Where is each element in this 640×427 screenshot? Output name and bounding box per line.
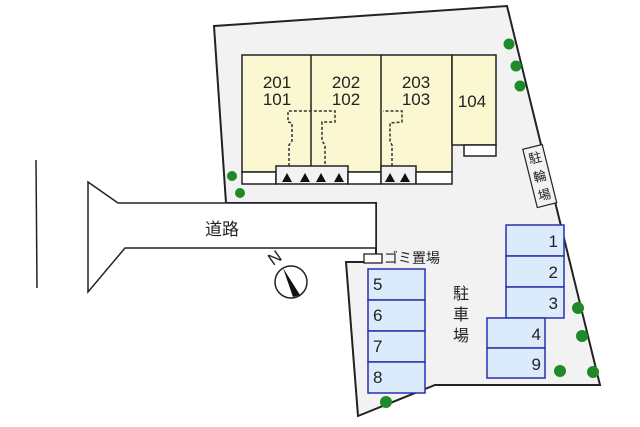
unit-104-label: 104: [458, 92, 486, 111]
unit-202-label: 202: [332, 73, 360, 92]
parking-lot-label-1: 駐: [453, 284, 469, 303]
unit-101-label: 101: [263, 90, 291, 109]
garbage-label: ゴミ置場: [384, 250, 440, 267]
road-label: 道路: [205, 220, 239, 240]
svg-text:場: 場: [537, 187, 553, 205]
svg-text:輪: 輪: [532, 168, 548, 187]
parking-8: 8: [373, 368, 382, 387]
parking-lot-label-2: 車: [453, 305, 469, 324]
garbage-area: ゴミ置場: [363, 250, 440, 267]
parking-1: 1: [549, 232, 558, 251]
unit-103-label: 103: [402, 90, 430, 109]
boundary-line: [35, 159, 38, 289]
road: 道路: [87, 180, 377, 295]
svg-text:駐: 駐: [527, 150, 543, 168]
parking-lot-label-3: 場: [453, 326, 469, 345]
parking-2: 2: [549, 263, 558, 282]
parking-4: 4: [532, 325, 541, 344]
parking-5: 5: [373, 275, 382, 294]
apartment-building: 201 101 202 102 203 103 104: [241, 54, 497, 185]
parking-right: [486, 224, 565, 379]
svg-text:N: N: [264, 247, 285, 270]
bicycle-parking: 駐 輪 場: [522, 143, 558, 209]
parking-left: [367, 268, 426, 394]
north-compass-icon: N: [264, 247, 308, 299]
unit-201-label: 201: [263, 73, 291, 92]
parking-9: 9: [532, 355, 541, 374]
parking-3: 3: [549, 294, 558, 313]
unit-203-label: 203: [402, 73, 430, 92]
parking-7: 7: [373, 337, 382, 356]
parking-6: 6: [373, 306, 382, 325]
unit-102-label: 102: [332, 90, 360, 109]
tree-icons: [227, 38, 599, 408]
